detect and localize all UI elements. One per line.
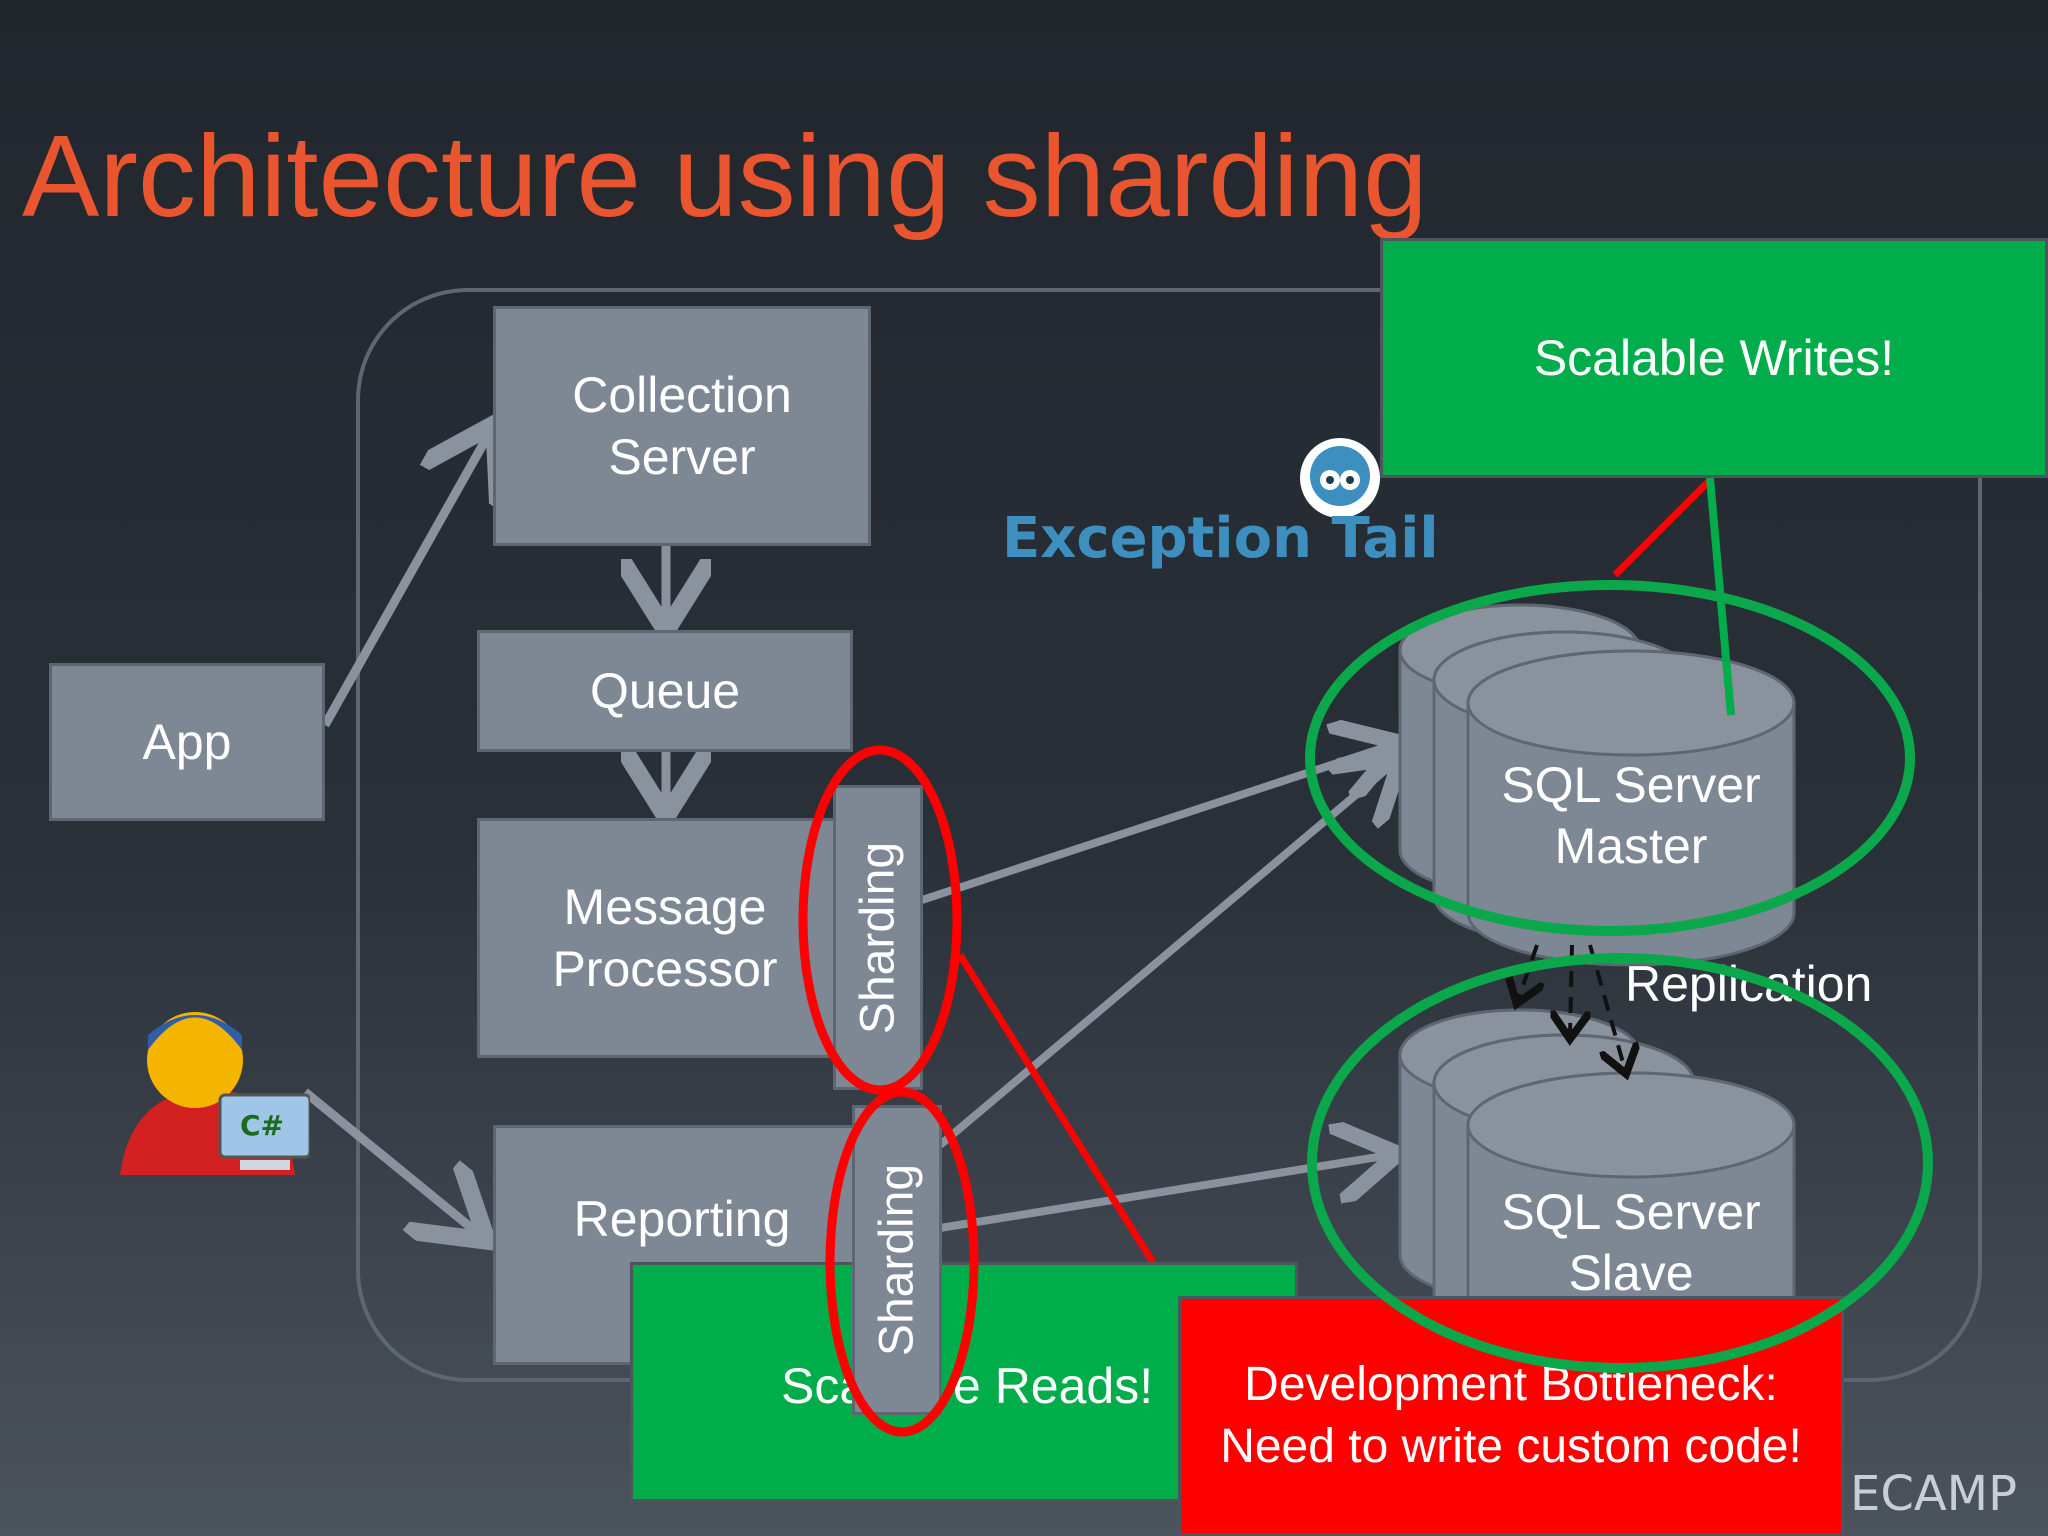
message-processor-box: Message Processor (477, 818, 853, 1058)
developer-user-icon: C# (120, 1012, 310, 1175)
sharding-label-top: Sharding (851, 841, 905, 1034)
queue-box: Queue (477, 630, 853, 752)
arrow-user-to-reporting (302, 1088, 480, 1235)
exception-tail-logo-text: Exception Tail (1002, 506, 1439, 571)
arrow-sharding-to-slave (939, 1155, 1390, 1232)
sql-slave-label: SQL Server Slave (1501, 1184, 1761, 1301)
arrow-app-to-collection (321, 432, 490, 728)
sql-master-label: SQL Server Master (1501, 757, 1761, 874)
sharding-bar-bottom: Sharding (852, 1105, 942, 1415)
slide-title: Architecture using sharding (22, 111, 1428, 241)
replication-label: Replication (1625, 956, 1873, 1012)
app-box: App (49, 663, 325, 821)
footer-brand: ECAMP (1850, 1466, 2018, 1522)
development-bottleneck-callout: Development Bottleneck: Need to write cu… (1178, 1296, 1844, 1536)
svg-text:C#: C# (240, 1109, 284, 1142)
collection-server-box: Collection Server (493, 306, 871, 546)
scalable-writes-callout: Scalable Writes! (1380, 238, 2048, 478)
monkey-logo-icon (1300, 438, 1380, 518)
sharding-bar-top: Sharding (833, 785, 923, 1090)
red-line-writes (1612, 477, 1713, 578)
sharding-label-bottom: Sharding (870, 1163, 924, 1357)
red-line-shard1-to-bottleneck (957, 953, 1186, 1312)
scalable-reads-text-right: e Reads! (953, 1358, 1154, 1414)
